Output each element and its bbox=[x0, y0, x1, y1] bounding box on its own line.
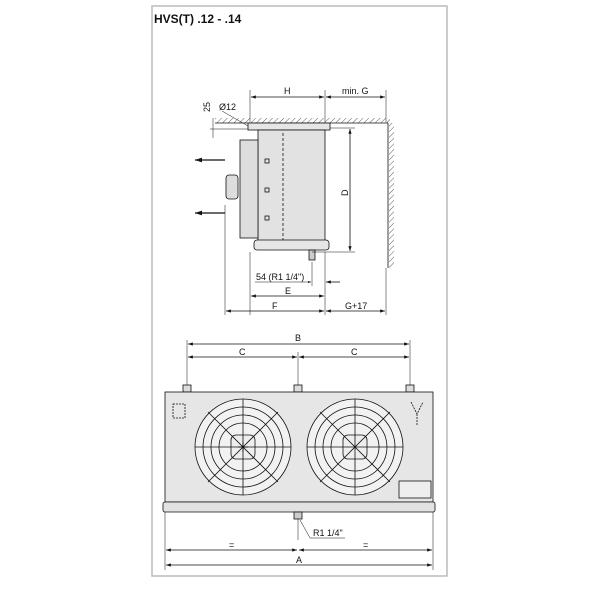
hanger bbox=[405, 384, 415, 393]
dim-d: D bbox=[340, 189, 350, 196]
mounting-plate bbox=[247, 122, 331, 131]
drain-connection bbox=[293, 511, 303, 520]
dim-c-right: C bbox=[351, 347, 358, 357]
nameplate bbox=[398, 480, 432, 499]
dim-54: 54 (R1 1/4") bbox=[256, 272, 304, 282]
dim-c-left: C bbox=[239, 347, 246, 357]
dim-a: A bbox=[296, 555, 302, 565]
drain-symbol-icon bbox=[410, 401, 424, 426]
fan-guard bbox=[239, 139, 259, 239]
front-view bbox=[162, 340, 436, 570]
dim-b: B bbox=[295, 333, 301, 343]
dim-hole: Ø12 bbox=[219, 102, 236, 112]
dim-eq-left: = bbox=[229, 540, 234, 550]
dim-min-g: min. G bbox=[342, 86, 369, 96]
title: HVS(T) .12 - .14 bbox=[154, 12, 242, 26]
hanger bbox=[182, 384, 192, 393]
unit-body bbox=[257, 129, 326, 246]
side-view bbox=[195, 90, 394, 315]
fan-motor bbox=[225, 174, 239, 200]
dim-25: 25 bbox=[202, 102, 212, 112]
wall-hatch bbox=[389, 123, 394, 268]
dim-e: E bbox=[285, 286, 291, 296]
dim-g17: G+17 bbox=[345, 301, 367, 311]
drain-connection bbox=[308, 249, 316, 261]
ceiling-hatch bbox=[215, 118, 390, 123]
dim-f: F bbox=[272, 301, 278, 311]
dim-h: H bbox=[284, 86, 291, 96]
drain-label: R1 1/4" bbox=[313, 528, 343, 538]
fan-left bbox=[194, 398, 292, 496]
drip-tray bbox=[162, 501, 436, 513]
fan-right bbox=[306, 398, 404, 496]
dim-eq-right: = bbox=[363, 540, 368, 550]
hanger bbox=[293, 384, 303, 393]
electrical-box-icon bbox=[172, 403, 186, 419]
